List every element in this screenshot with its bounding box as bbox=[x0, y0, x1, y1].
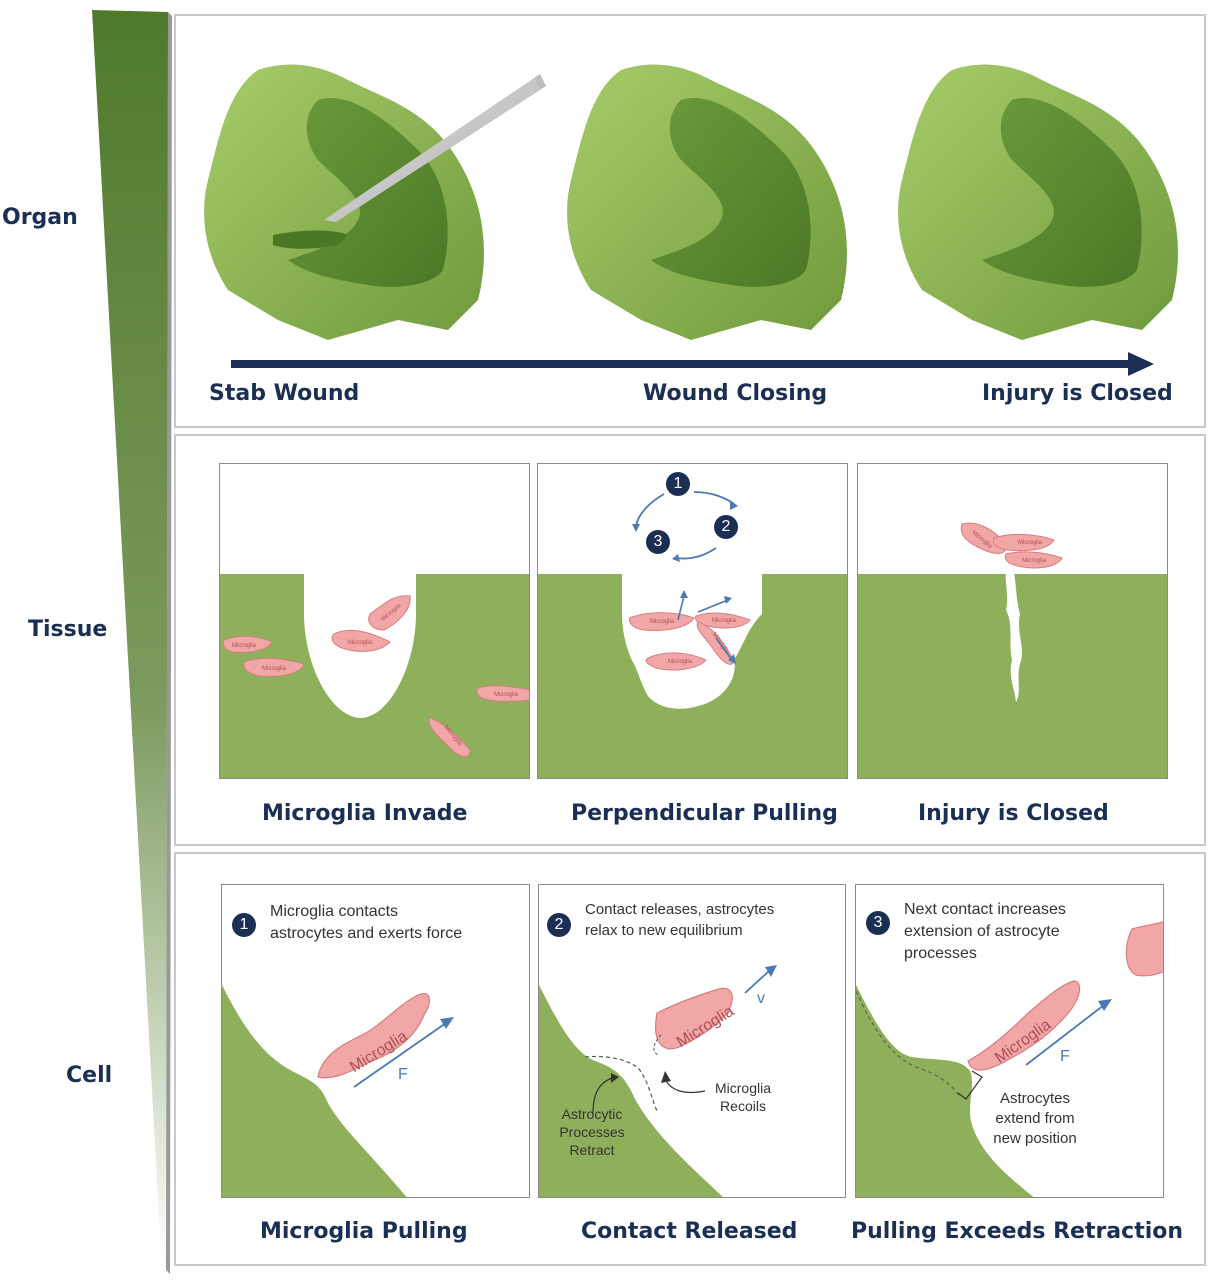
extension-bracket-icon bbox=[957, 1070, 983, 1100]
microglia-label: Microglia bbox=[1022, 558, 1047, 564]
tissue-panel: Microglia Microglia Microglia Microglia … bbox=[174, 434, 1206, 846]
cell-caption-contact-released: Contact Released bbox=[581, 1219, 798, 1244]
recoil-arrow-icon bbox=[664, 1078, 706, 1094]
level-label-cell: Cell bbox=[66, 1063, 113, 1088]
tissue-perpendicular-pulling: Microglia Microglia Microglia Microglia bbox=[537, 463, 848, 779]
microglia-label: Microglia bbox=[650, 619, 675, 625]
step-3-text: Next contact increases extension of astr… bbox=[904, 901, 1066, 962]
force-arrow-icon bbox=[353, 1017, 454, 1088]
cycle-step-3-badge: 3 bbox=[646, 530, 670, 554]
cycle-step-2-badge: 2 bbox=[714, 515, 738, 539]
organ-wound-closing bbox=[567, 64, 847, 341]
organ-injury-closed bbox=[898, 64, 1178, 341]
cell-panel: Microglia F 1 Microglia contacts astrocy… bbox=[174, 852, 1206, 1266]
astrocytes-extend-annotation: Astrocytes extend from new position bbox=[993, 1090, 1077, 1147]
force-label: F bbox=[398, 1066, 408, 1083]
tissue-caption-perpendicular-pulling: Perpendicular Pulling bbox=[571, 801, 838, 826]
step-2-text: Contact releases, astrocytes relax to ne… bbox=[585, 901, 775, 939]
astrocytic-retract-annotation: Astrocytic Processes Retract bbox=[559, 1106, 625, 1158]
level-label-tissue: Tissue bbox=[28, 617, 108, 642]
pull-arrow-icon bbox=[677, 590, 736, 664]
stage-label-wound-closing: Wound Closing bbox=[643, 381, 828, 406]
velocity-arrow-icon bbox=[744, 965, 777, 994]
force-label: F bbox=[1060, 1048, 1070, 1065]
scale-wedge bbox=[92, 10, 172, 1274]
tissue-microglia-invade: Microglia Microglia Microglia Microglia … bbox=[219, 463, 530, 779]
microglia-label: Microglia bbox=[262, 666, 287, 672]
stab-needle-icon bbox=[324, 74, 546, 222]
tissue-caption-injury-closed: Injury is Closed bbox=[918, 801, 1109, 826]
tissue-injury-closed: Microglia Microglia Microglia bbox=[857, 463, 1168, 779]
step-3-badge: 3 bbox=[866, 911, 890, 935]
tissue-caption-microglia-invade: Microglia Invade bbox=[262, 801, 468, 826]
microglia-label: Microglia bbox=[494, 692, 519, 698]
microglia-label: Microglia bbox=[232, 643, 257, 649]
cycle-step-1-badge: 1 bbox=[666, 472, 690, 496]
step-1-text: Microglia contacts astrocytes and exerts… bbox=[270, 903, 463, 942]
microglia-recoils-annotation: Microglia Recoils bbox=[714, 1080, 771, 1114]
force-arrow-icon bbox=[1025, 999, 1112, 1066]
cell-caption-microglia-pulling: Microglia Pulling bbox=[260, 1219, 468, 1244]
cell-pulling-exceeds-retraction: Microglia F 3 Next contact increases ext… bbox=[855, 884, 1164, 1198]
cell-microglia-pulling: Microglia F 1 Microglia contacts astrocy… bbox=[221, 884, 530, 1198]
stage-label-stab-wound: Stab Wound bbox=[209, 381, 360, 406]
organ-stab-wound bbox=[204, 64, 484, 341]
step-2-badge: 2 bbox=[547, 913, 571, 937]
organ-panel: Stab Wound Wound Closing Injury is Close… bbox=[174, 14, 1206, 428]
level-label-organ: Organ bbox=[2, 205, 78, 230]
organ-illustrations bbox=[204, 64, 1178, 376]
stage-label-injury-closed: Injury is Closed bbox=[982, 381, 1173, 406]
cell-caption-pulling-exceeds-retraction: Pulling Exceeds Retraction bbox=[851, 1219, 1184, 1244]
cell-contact-released: Microglia v 2 Contact releases, astrocyt… bbox=[538, 884, 846, 1198]
microglia-label: Microglia bbox=[668, 659, 693, 665]
velocity-label: v bbox=[757, 990, 765, 1007]
microglia-label: Microglia bbox=[712, 618, 737, 624]
microglia-label: Microglia bbox=[348, 640, 373, 646]
microglia-label: Microglia bbox=[1018, 540, 1043, 546]
timeline-arrow-icon bbox=[231, 352, 1154, 376]
step-1-badge: 1 bbox=[232, 913, 256, 937]
